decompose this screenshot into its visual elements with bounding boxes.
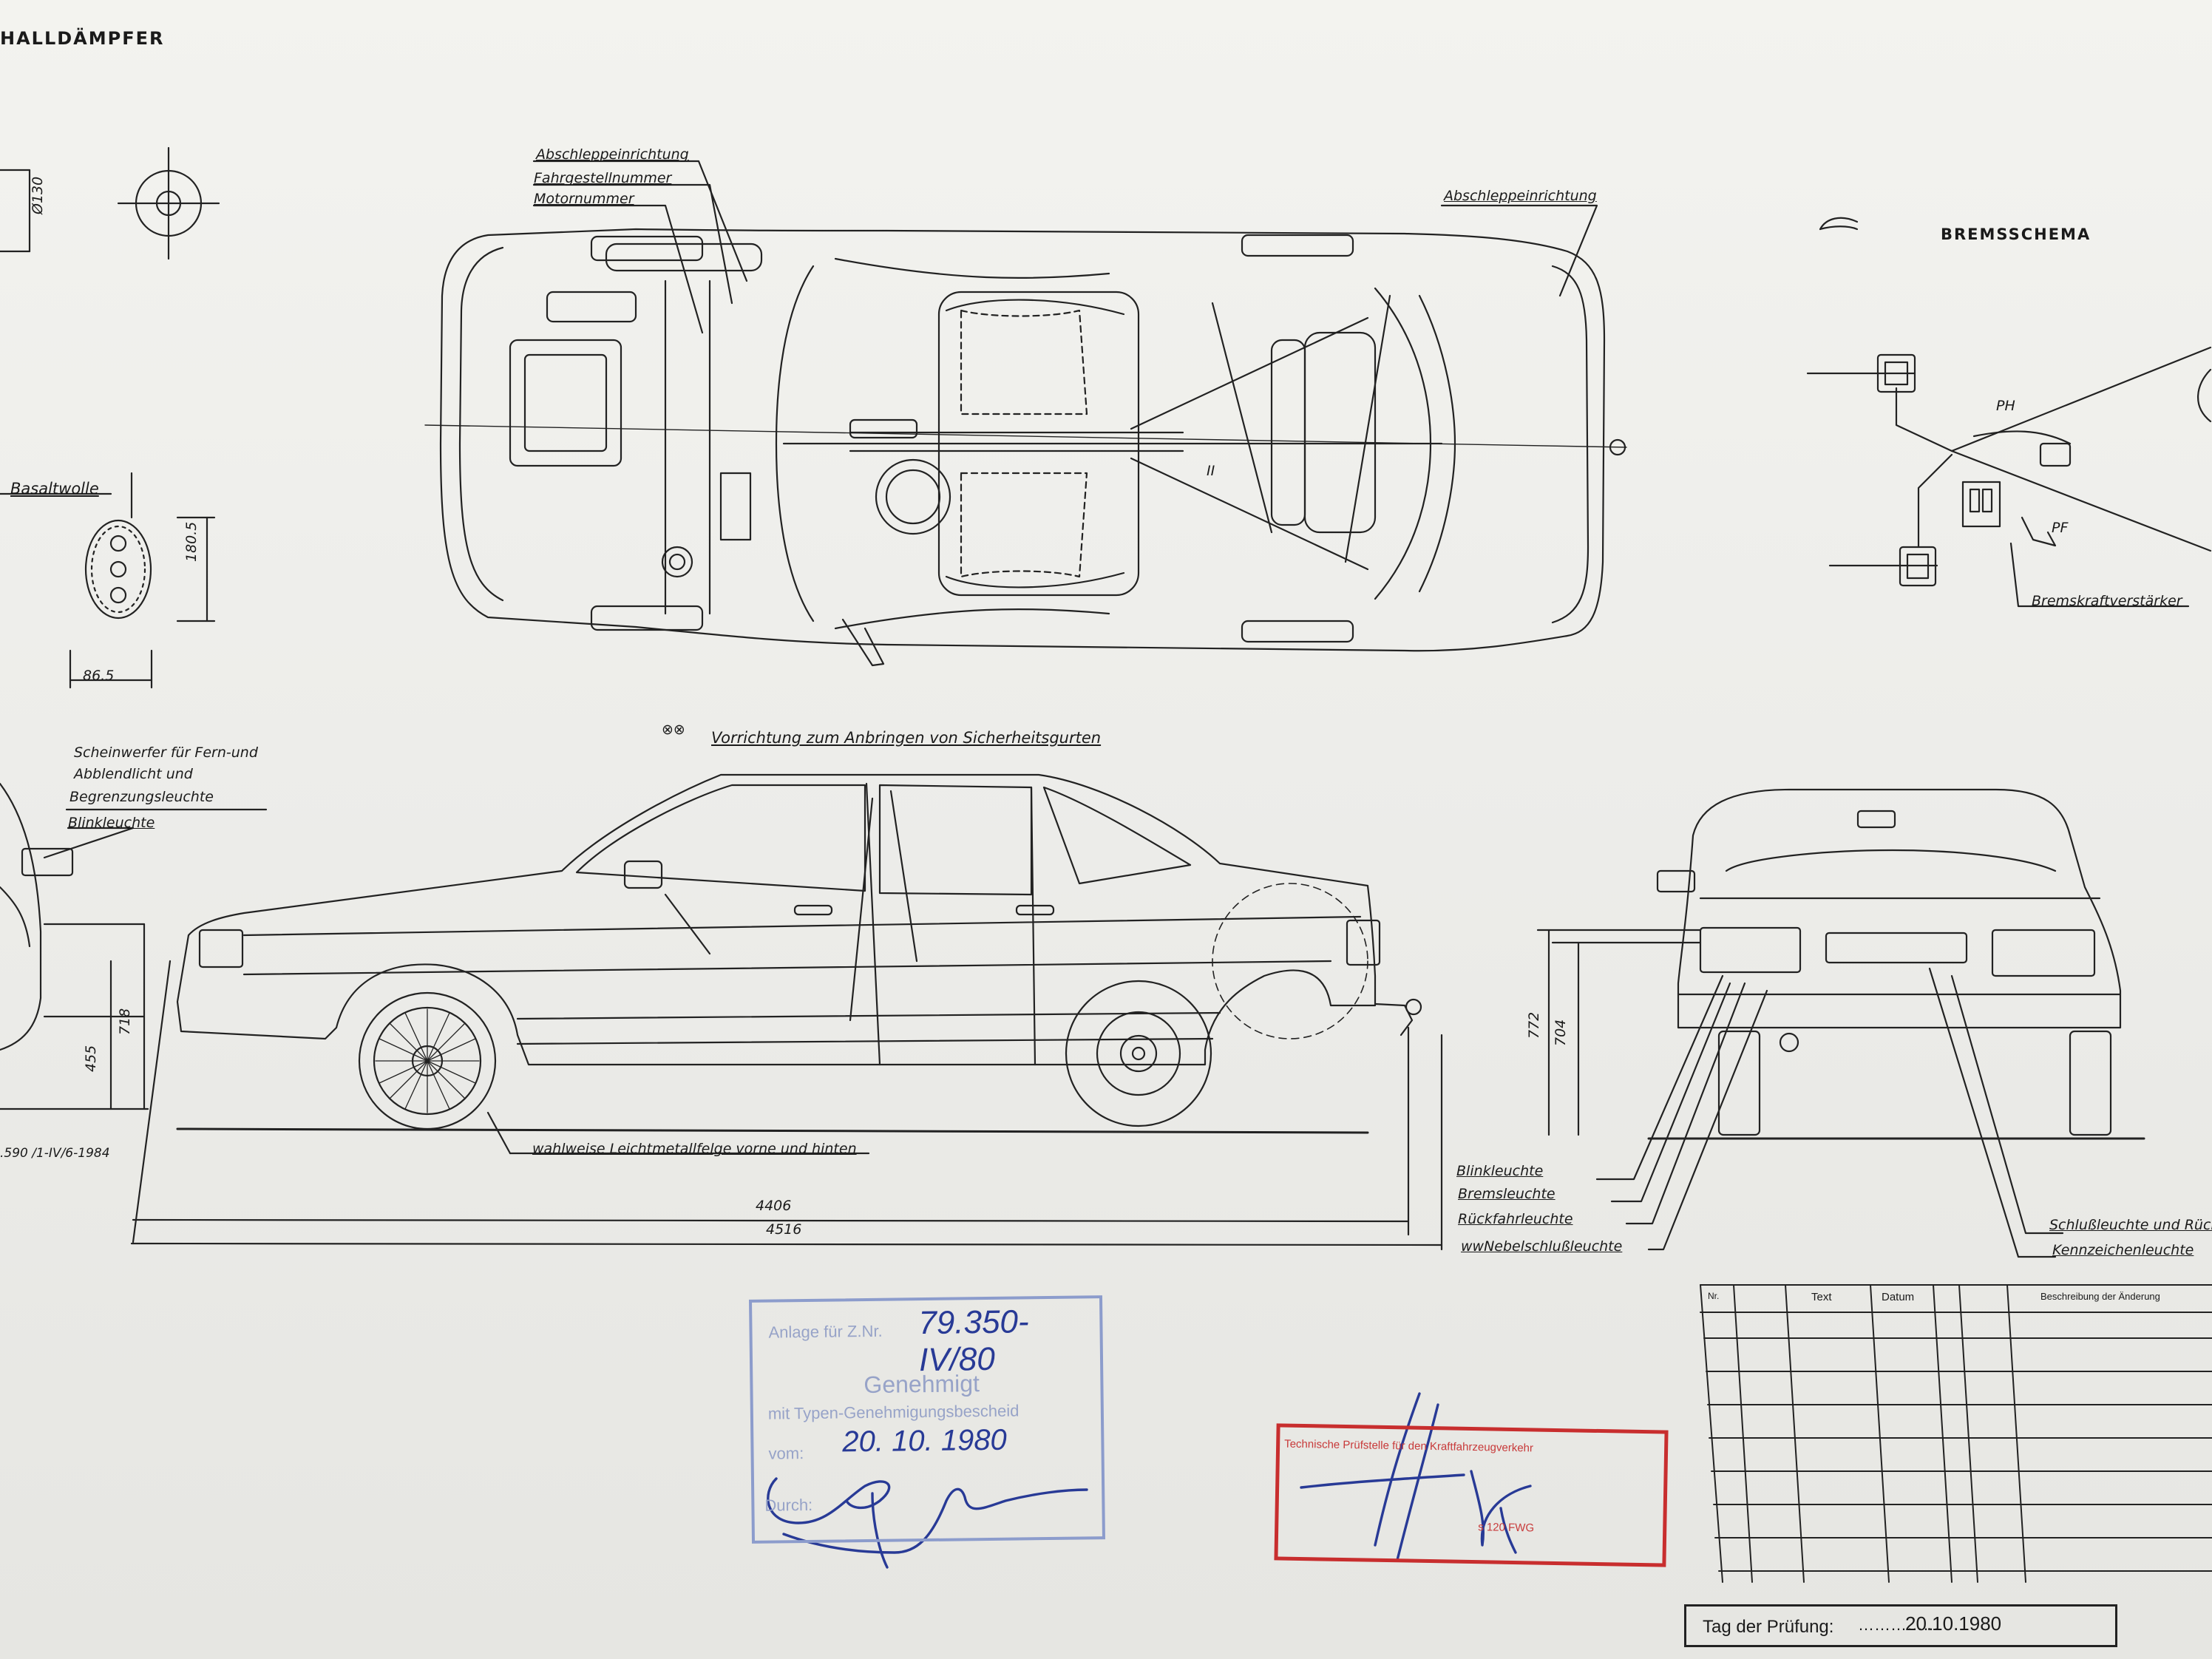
top-view-roman-marker: II [1207,463,1215,479]
rear-label-reverse: Rückfahrleuchte [1458,1211,1573,1227]
approval-stamp: Anlage für Z.Nr. 79.350-IV/80 Genehmigt … [749,1295,1105,1544]
front-label-position: Begrenzungsleuchte [69,789,214,805]
table-header-description: Beschreibung der Änderung [2040,1291,2160,1302]
brake-pf-label: PF [2052,520,2069,536]
front-label-indicator: Blinkleuchte [68,815,155,831]
seatbelt-icon: ⊗⊗ [662,722,685,738]
seatbelt-caption: Vorrichtung zum Anbringen von Sicherheit… [711,729,1102,747]
table-header-nr: Nr. [1708,1291,1720,1301]
stamp-line-genehmigt: Genehmigt [864,1370,980,1399]
inspection-authority-stamp: Technische Prüfstelle für den Kraftfahrz… [1274,1423,1669,1567]
top-view-label-rear-tow: Abschleppeinrichtung [1444,188,1597,204]
top-view-label-engine: Motornummer [534,191,634,207]
table-header-text: Text [1811,1291,1832,1303]
brake-schema [1806,217,2212,608]
brake-booster-label: Bremskraftverstärker [2032,593,2182,609]
brake-schema-title: BREMSSCHEMA [1941,225,2091,243]
rear-label-fog: wwNebelschlußleuchte [1461,1238,1623,1255]
car-side-view [130,773,1443,1251]
dim-length: 4516 [766,1221,802,1238]
rear-label-indicator: Blinkleuchte [1456,1163,1544,1179]
stamp-line-bescheid: mit Typen-Genehmigungsbescheid [767,1401,1020,1423]
front-dim-455: 455 [83,1045,99,1072]
front-dim-718: 718 [117,1008,133,1035]
rear-dim-704: 704 [1553,1019,1569,1046]
inspection-date: 20.10.1980 [1905,1612,2002,1635]
muffler-section-label: Basaltwolle [10,480,99,498]
dim-wheelbase: 4406 [756,1198,792,1214]
car-rear-view [1536,788,2145,1258]
stamp-date: 20. 10. 1980 [842,1423,1008,1459]
muffler-dim-width: 86.5 [83,668,115,684]
car-front-view [0,782,268,1110]
inspection-label: Tag der Prüfung: [1703,1617,1834,1637]
rear-dim-772: 772 [1526,1011,1542,1039]
stamp-line-anlage: Anlage für Z.Nr. [768,1321,883,1342]
signatures [767,1392,1532,1569]
car-top-view [424,160,1627,667]
table-header-date: Datum [1882,1291,1915,1303]
rim-caption: wahlweise Leichtmetallfelge vorne und hi… [532,1141,857,1157]
red-stamp-line1: Technische Prüfstelle für den Kraftfahrz… [1284,1437,1534,1455]
muffler-detail [0,146,220,689]
rear-label-plate: Kennzeichenleuchte [2052,1242,2194,1258]
top-view-label-chassis: Fahrgestellnummer [534,170,672,186]
top-view-label-tow: Abschleppeinrichtung [536,146,689,163]
drawing-ref-number: .590 /1-IV/6-1984 [0,1146,110,1161]
inspection-dots: …………… [1858,1615,1939,1634]
front-label-headlamp: Scheinwerfer für Fern-und [74,744,258,761]
rear-label-tail: Schlußleuchte und Rück [2049,1217,2212,1233]
title-fragment: HALLDÄMPFER [0,28,165,49]
red-stamp-line4: s 120 FWG [1478,1521,1535,1535]
inspection-date-box: Tag der Prüfung: …………… 20.10.1980 [1684,1604,2117,1647]
stamp-number: 79.350-IV/80 [918,1303,1029,1379]
front-label-dipped: Abblendlicht und [74,766,193,782]
muffler-dim-top: Ø130 [30,176,46,214]
muffler-dim-height: 180.5 [183,521,200,562]
brake-ph-label: PH [1996,398,2015,414]
stamp-line-vom: vom: [768,1444,804,1463]
rear-label-brake: Bremsleuchte [1458,1186,1555,1202]
amendment-table [1700,1284,2212,1583]
stamp-line-durch: Durch: [764,1495,813,1515]
